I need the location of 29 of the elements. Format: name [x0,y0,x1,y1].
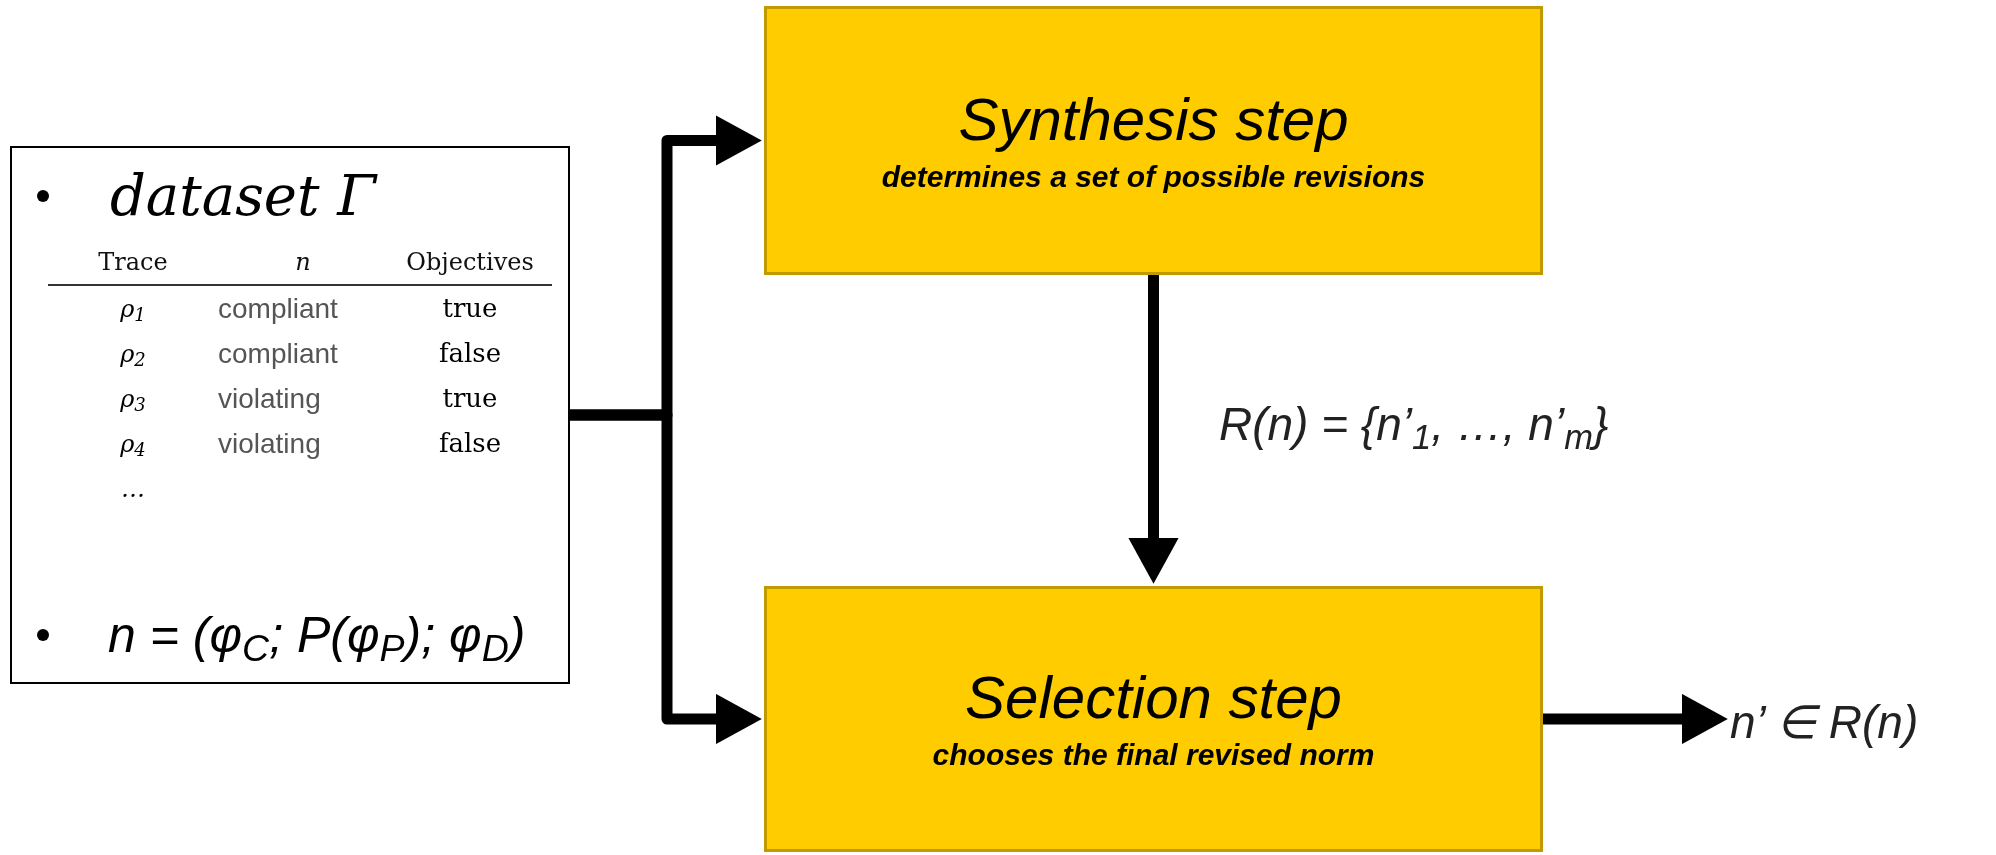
table-cell-text: violating [218,426,322,461]
norm-formula: n = (φ$_{C}$; P(φ$_{P}$); φ$_{D}$) [108,610,526,660]
table-header: Objectives [405,247,535,278]
table-cell-text: compliant [218,291,339,326]
arrow [1543,693,1728,745]
table-cell-text: false [437,427,503,460]
table-cell-text: ρ$_{2}$ [119,338,147,372]
dataset-heading: dataset Γ [110,168,377,224]
step-box [764,586,1543,852]
table-cell-text: ρ$_{1}$ [119,293,147,327]
input-panel [10,146,570,684]
table-cell-text: ρ$_{3}$ [119,383,147,417]
table-cell-text: true [441,382,499,415]
arrow [1128,275,1179,584]
step-box [764,6,1543,275]
table-header: Trace [97,247,169,278]
table-cell-text: compliant [218,336,339,371]
result-text: n’ ∈ R(n) [1730,690,1992,754]
step-title: Synthesis step [958,89,1349,150]
table-cell-text: false [437,337,503,370]
table-cell-text: … [120,473,146,505]
table-cell-text: true [441,292,499,325]
table-cell-text: ρ$_{4}$ [119,428,147,462]
table-header: n [294,247,312,278]
table-cell-text: violating [218,381,322,416]
step-description: chooses the final revised norm [932,740,1375,770]
step-title: Selection step [965,668,1342,728]
step-description: determines a set of possible revisions [881,161,1426,192]
arrow [570,409,762,745]
